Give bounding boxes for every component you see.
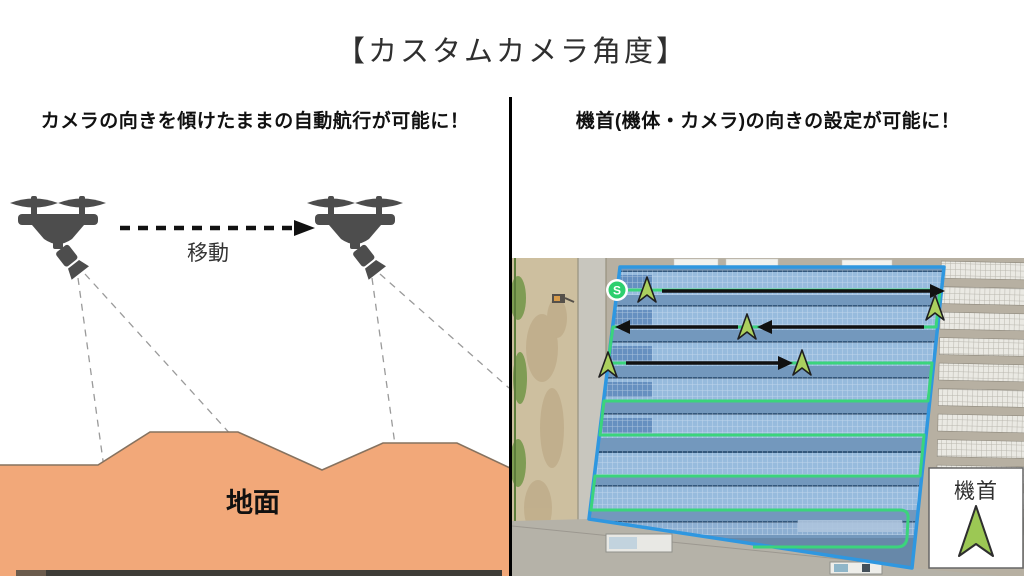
camera-fov-lines — [77, 273, 510, 469]
small-buildings — [605, 533, 883, 575]
camera-tilt-illustration: 地面 移動 — [0, 196, 510, 576]
flight-plan-map: S 機首 — [512, 258, 1024, 576]
terrain-ground — [0, 432, 510, 576]
terrain-outline — [0, 431, 510, 471]
flight-path — [589, 288, 942, 549]
drone-icon — [10, 196, 106, 280]
legend-box: 機首 — [928, 467, 1024, 569]
bottom-bar-end — [16, 570, 46, 576]
right-panel-heading: 機首(機体・カメラ)の向きの設定が可能に！ — [575, 111, 961, 132]
move-label: 移動 — [187, 242, 229, 265]
slide-title: 【カスタムカメラ角度】 — [335, 36, 688, 68]
bottom-bar — [16, 570, 502, 576]
construction-vehicle — [552, 294, 575, 303]
start-marker-label: S — [613, 284, 621, 298]
direction-arrows — [615, 284, 945, 370]
start-marker: S — [606, 279, 628, 301]
ground-label: 地面 — [226, 488, 280, 518]
panel-divider — [509, 97, 512, 576]
move-arrow — [120, 220, 315, 236]
legend-heading-arrow-icon — [958, 505, 994, 557]
legend-label: 機首 — [954, 480, 998, 503]
drone-icon — [307, 196, 403, 280]
left-panel-heading: カメラの向きを傾けたままの自動航行が可能に！ — [40, 111, 470, 132]
